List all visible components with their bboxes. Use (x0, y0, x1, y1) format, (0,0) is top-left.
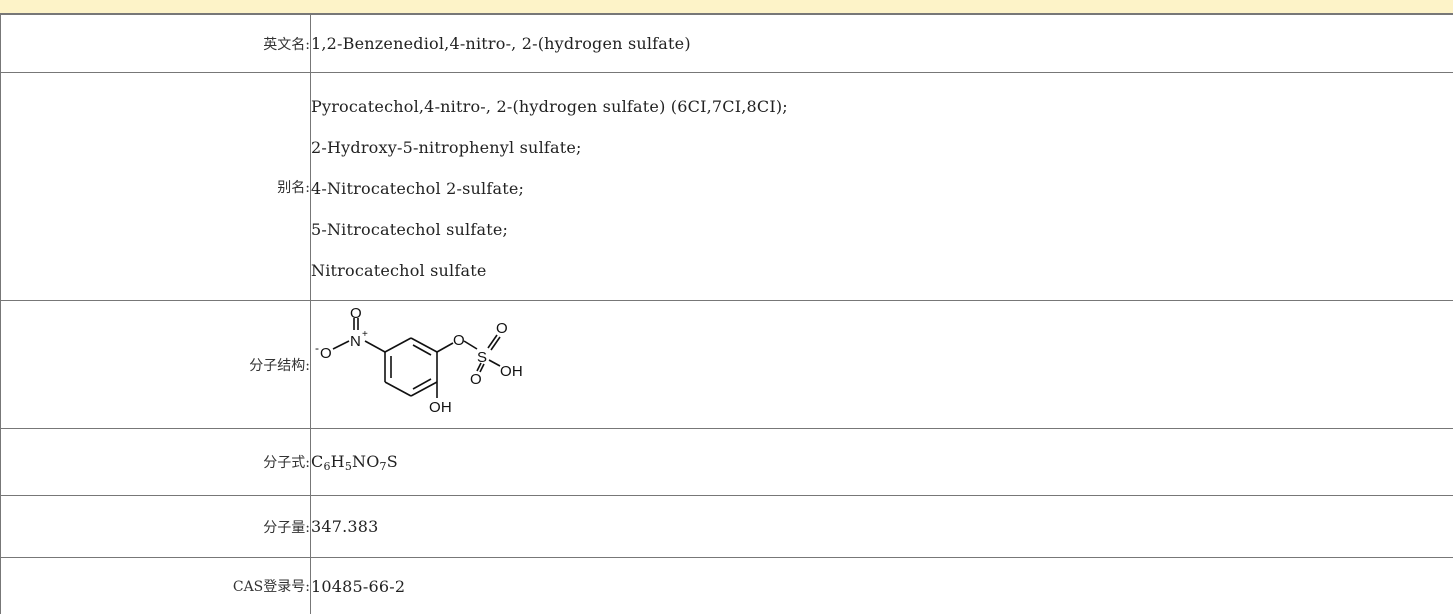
row-molecular-weight: 分子量: 347.383 (1, 496, 1453, 558)
atom-label: S (477, 349, 487, 366)
atom-label: OH (429, 399, 452, 416)
atom-label: + (362, 329, 368, 340)
formula-value: C6H5NO7S (311, 429, 1453, 496)
cas-label: CAS登录号: (1, 558, 311, 614)
atom-label: O (470, 371, 482, 388)
formula-c: C (311, 452, 323, 471)
atom-label: O (320, 345, 332, 362)
aliases-value: Pyrocatechol,4-nitro-, 2-(hydrogen sulfa… (311, 73, 1453, 301)
atom-label: - (315, 341, 319, 355)
alias-item: Nitrocatechol sulfate (311, 250, 1453, 291)
formula-c-count: 6 (323, 460, 330, 473)
compound-info-table: 英文名: 1,2-Benzenediol,4-nitro-, 2-(hydrog… (0, 14, 1453, 614)
formula-h-count: 5 (345, 460, 352, 473)
aliases-label: 别名: (1, 73, 311, 301)
molecular-weight-label: 分子量: (1, 496, 311, 558)
alias-item: 5-Nitrocatechol sulfate; (311, 209, 1453, 250)
row-aliases: 别名: Pyrocatechol,4-nitro-, 2-(hydrogen s… (1, 73, 1453, 301)
atom-label: OH (500, 363, 523, 380)
english-name-value: 1,2-Benzenediol,4-nitro-, 2-(hydrogen su… (311, 15, 1453, 73)
row-formula: 分子式: C6H5NO7S (1, 429, 1453, 496)
alias-item: 2-Hydroxy-5-nitrophenyl sulfate; (311, 127, 1453, 168)
structure-label: 分子结构: (1, 301, 311, 429)
formula-o-count: 7 (380, 460, 387, 473)
structure-value: O N + - O O S O O OH OH (311, 301, 1453, 429)
molecular-weight-value: 347.383 (311, 496, 1453, 558)
atom-label: N (350, 333, 361, 350)
atom-label: O (496, 320, 508, 337)
english-name-label: 英文名: (1, 15, 311, 73)
alias-item: Pyrocatechol,4-nitro-, 2-(hydrogen sulfa… (311, 86, 1453, 127)
formula-label: 分子式: (1, 429, 311, 496)
row-cas: CAS登录号: 10485-66-2 (1, 558, 1453, 614)
formula-no: NO (352, 452, 380, 471)
cas-value: 10485-66-2 (311, 558, 1453, 614)
atom-label: O (453, 332, 465, 349)
atom-label: O (350, 308, 362, 322)
row-structure: 分子结构: (1, 301, 1453, 429)
header-bar (0, 0, 1453, 14)
molecular-structure-image: O N + - O O S O O OH OH (307, 308, 537, 423)
formula-s: S (387, 452, 398, 471)
formula-h: H (331, 452, 345, 471)
alias-item: 4-Nitrocatechol 2-sulfate; (311, 168, 1453, 209)
row-english-name: 英文名: 1,2-Benzenediol,4-nitro-, 2-(hydrog… (1, 15, 1453, 73)
